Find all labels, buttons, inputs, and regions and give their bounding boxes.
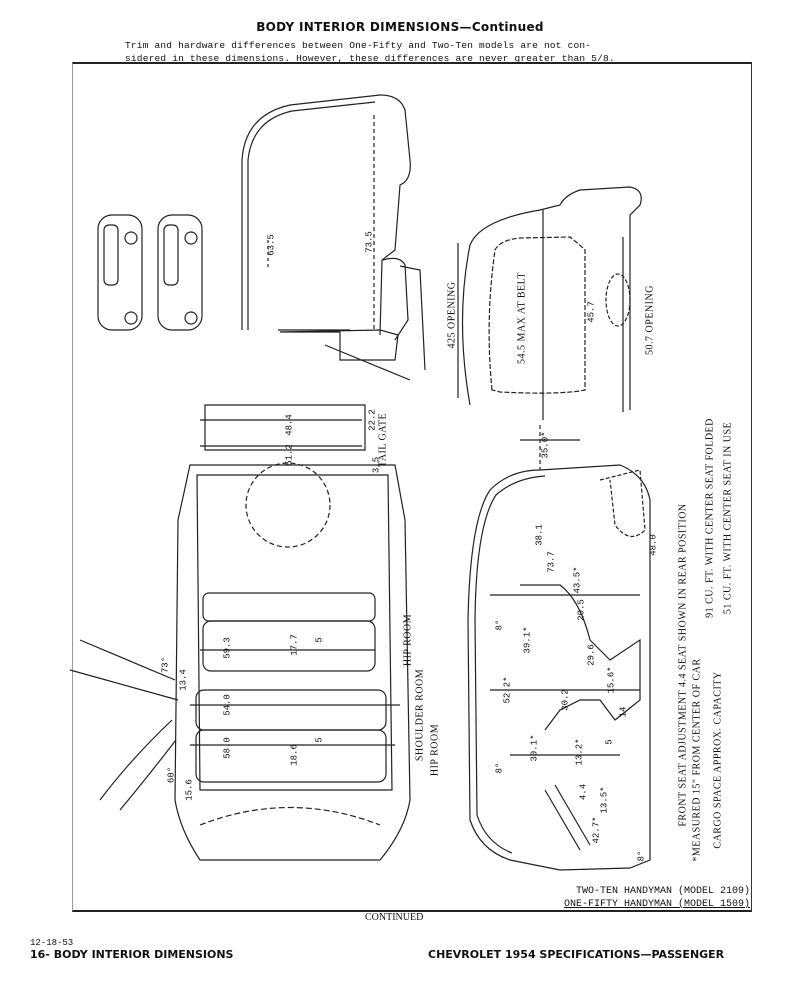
car-silhouette-icon — [97, 214, 203, 331]
dim-13-4: 13.4 — [178, 669, 189, 691]
footer-date: 12-18-53 — [30, 938, 74, 948]
angle-8-rear: 8° — [494, 619, 505, 631]
dim-35-0: 35.0* — [540, 431, 551, 459]
angle-8-front: 8° — [494, 762, 505, 774]
dim-30-2: 30.2 — [560, 689, 571, 711]
dim-13-5: 13.5* — [599, 786, 610, 814]
dim-4-4: 4.4 — [578, 783, 589, 801]
dim-48-0: 48.0 — [648, 534, 659, 556]
dim-43-5: 43.5* — [572, 566, 583, 594]
continued-label: CONTINUED — [365, 912, 424, 923]
dim-15-6: 15.6 — [184, 779, 195, 801]
footer-section-title: 16- BODY INTERIOR DIMENSIONS — [30, 948, 234, 961]
dim-58-0: 58.0 — [222, 737, 233, 759]
dim-39-1-rear: 39.1* — [522, 626, 533, 654]
dim-18-6: 18.6 — [289, 744, 300, 766]
dim-5-side: 5 — [604, 739, 615, 745]
cargo-capacity-label: CARGO SPACE APPROX. CAPACITY — [712, 671, 724, 849]
rear-section-drawing — [241, 94, 426, 381]
measured-note: *MEASURED 15" FROM CENTER OF CAR — [691, 658, 703, 862]
dim-39-1-front: 39.1* — [529, 734, 540, 762]
hip-room-front-label: HIP ROOM — [429, 723, 441, 777]
dim-54-0: 54.0 — [222, 694, 233, 716]
cargo-in-use-note: 51 CU. FT. WITH CENTER SEAT IN USE — [722, 421, 734, 615]
dim-29-6: 29.6 — [586, 644, 597, 666]
side-view-drawing — [467, 425, 651, 871]
dim-15-6-side: 15.6* — [606, 666, 617, 694]
dim-73-7: 73.7 — [546, 551, 557, 573]
dim-3-5: 3.5 — [371, 456, 382, 474]
dim-45-7: 45.7 — [586, 301, 597, 323]
angle-73: 73° — [160, 656, 171, 674]
dim-13-2: 13.2* — [574, 738, 585, 766]
dim-73-5: 73.5 — [364, 231, 375, 253]
dim-52-2: 52.2* — [502, 676, 513, 704]
hip-room-rear-label: HIP ROOM — [402, 613, 414, 667]
dim-63-5: 63.5 — [266, 234, 277, 256]
model-two-ten: TWO-TEN HANDYMAN (MODEL 2109) — [575, 886, 750, 897]
dim-42-7: 42.7* — [591, 816, 602, 844]
angle-8-floor: 8° — [636, 850, 647, 862]
page-title: BODY INTERIOR DIMENSIONS—Continued — [256, 20, 544, 34]
angle-60: 60° — [166, 766, 177, 784]
dim-59-3: 59.3 — [222, 637, 233, 659]
rear-view-drawing — [457, 186, 642, 420]
header-note-line-2: sidered in these dimensions. However, th… — [125, 53, 615, 64]
dim-5-rear: 5 — [314, 637, 325, 643]
dim-48-4: 48.4 — [284, 414, 295, 436]
dim-22-2: 22.2 — [367, 409, 378, 431]
opening-left-label: 425 OPENING — [446, 281, 458, 349]
opening-right-label: 50.7 OPENING — [644, 285, 656, 355]
dim-17-7: 17.7 — [289, 634, 300, 656]
header-note-line-1: Trim and hardware differences between On… — [125, 40, 592, 51]
front-seat-note: FRONT SEAT ADJUSTMENT 4.4 SEAT SHOWN IN … — [677, 503, 689, 827]
dim-38-1: 38.1 — [534, 524, 545, 546]
dim-5-front: 5 — [314, 737, 325, 743]
dim-51-2: 51.2 — [284, 444, 295, 466]
dim-14: 14 — [618, 706, 629, 718]
cargo-folded-note: 91 CU. FT. WITH CENTER SEAT FOLDED — [704, 418, 716, 618]
shoulder-room-label: SHOULDER ROOM — [414, 668, 426, 762]
dim-20-5: 20.5 — [576, 599, 587, 621]
footer-publication-title: CHEVROLET 1954 SPECIFICATIONS—PASSENGER — [428, 948, 725, 961]
model-one-fifty: ONE-FIFTY HANDYMAN (MODEL 1509) — [563, 899, 750, 910]
top-view-drawing — [69, 404, 411, 861]
diagram-frame — [72, 62, 752, 912]
max-at-belt-label: 54.5 MAX AT BELT — [516, 272, 528, 364]
